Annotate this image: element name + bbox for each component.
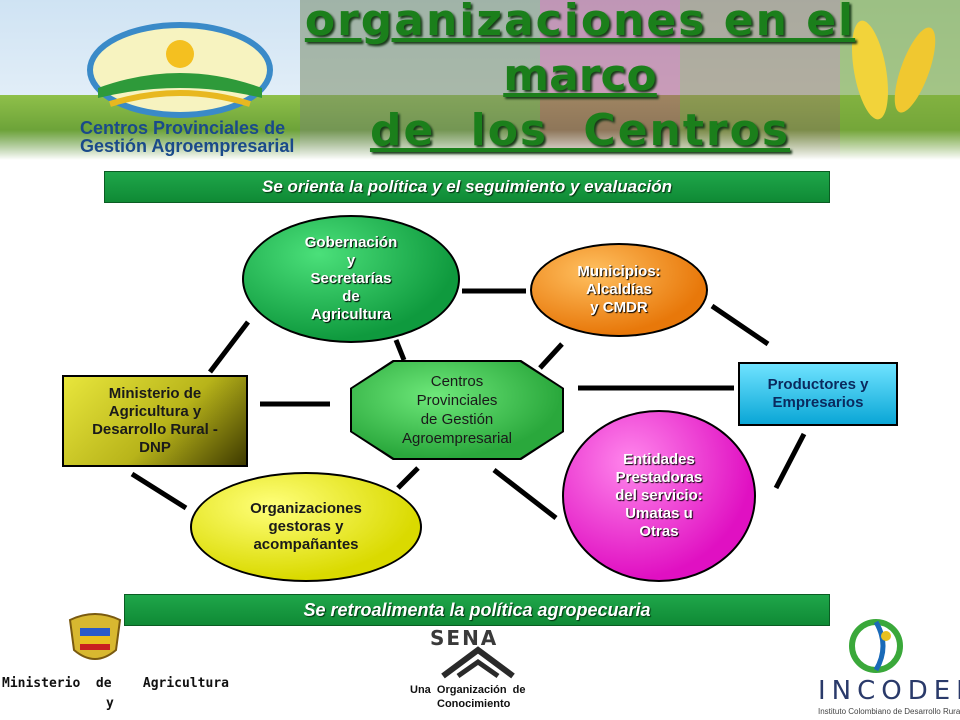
page-title: organizaciones en el marco de los Centro… <box>300 0 860 160</box>
line-centros-organizaciones <box>396 466 420 490</box>
footer-ministerio-y: y <box>106 696 114 711</box>
line-ministerio-organizaciones <box>130 471 188 511</box>
centros-inner: Centros Provinciales de Gestión Agroempr… <box>352 362 562 458</box>
logo-emblem <box>87 22 273 118</box>
centros-line: Provinciales <box>416 392 498 409</box>
line-mun-centros <box>538 342 564 370</box>
centros-line: Agroempresarial <box>401 430 513 447</box>
top-banner-bar: Se orienta la política y el seguimiento … <box>104 171 830 203</box>
entidades-line: Umatas u <box>625 505 693 522</box>
sena-emblem-icon <box>441 646 515 679</box>
gobernacion-line: Secretarías <box>310 270 392 287</box>
gobernacion-line: y <box>346 252 356 269</box>
line-centros-entidades <box>492 468 558 520</box>
entidades-line: Entidades <box>623 451 695 468</box>
node-municipios: Municipios: Alcaldías y CMDR <box>530 243 708 337</box>
organizaciones-line: acompañantes <box>253 536 359 553</box>
ministerio-line: Desarrollo Rural - <box>92 421 218 438</box>
centros-line: de Gestión <box>420 411 494 428</box>
sena-wordmark: SENA <box>430 626 499 650</box>
centros-line: Centros <box>430 373 484 390</box>
entidades-line: Prestadoras <box>615 469 703 486</box>
node-entidades: Entidades Prestadoras del servicio: Umat… <box>562 410 756 582</box>
centros-logo: Centros Provinciales de Gestión Agroempr… <box>70 18 294 158</box>
node-centros: Centros Provinciales de Gestión Agroempr… <box>350 360 564 460</box>
ministerio-line: Agricultura y <box>108 403 202 420</box>
logo-text-line2: Gestión Agroempresarial <box>80 136 295 156</box>
productores-line: Empresarios <box>772 394 864 411</box>
line-mun-productores <box>710 303 770 347</box>
line-gob-ministerio <box>208 320 250 374</box>
line-gob-centros <box>393 339 407 361</box>
node-organizaciones: Organizaciones gestoras y acompañantes <box>190 472 422 582</box>
coat-of-arms-icon <box>68 613 122 660</box>
banner-scenery <box>0 0 960 160</box>
productores-line: Productores y <box>767 376 869 393</box>
title-line-2: marco <box>503 50 657 101</box>
line-productores-entidades <box>773 432 807 490</box>
incoder-wordmark: INCODER <box>818 676 960 706</box>
organizaciones-line: gestoras y <box>268 518 344 535</box>
sena-tagline-2: Conocimiento <box>437 698 511 710</box>
ministerio-line: Ministerio de <box>108 385 202 402</box>
title-line-3: de los Centros <box>369 105 791 156</box>
ministerio-line: DNP <box>139 439 171 456</box>
title-line-1: organizaciones en el <box>304 0 856 46</box>
node-gobernacion: Gobernación y Secretarías de Agricultura <box>242 215 460 343</box>
gobernacion-line: de <box>342 288 360 305</box>
incoder-subtitle: Instituto Colombiano de Desarrollo Rural <box>818 707 960 716</box>
node-ministerio: Ministerio de Agricultura y Desarrollo R… <box>62 375 248 467</box>
footer-ministerio-label: Ministerio de Agricultura <box>2 676 229 691</box>
municipios-line: y CMDR <box>590 299 648 316</box>
organizaciones-line: Organizaciones <box>250 500 362 517</box>
municipios-line: Alcaldías <box>586 281 652 298</box>
gobernacion-line: Gobernación <box>304 234 398 251</box>
bottom-banner-bar: Se retroalimenta la política agropecuari… <box>124 594 830 626</box>
sena-logo: SENA <box>420 626 556 680</box>
gobernacion-line: Agricultura <box>310 306 391 323</box>
logo-text-line1: Centros Provinciales de <box>80 118 286 138</box>
entidades-line: Otras <box>639 523 679 540</box>
sena-tagline-1: Una Organización de <box>410 684 526 696</box>
incoder-emblem-icon <box>849 619 903 673</box>
municipios-line: Municipios: <box>577 263 661 280</box>
header-banner <box>0 0 960 160</box>
entidades-line: del servicio: <box>615 487 703 504</box>
node-productores: Productores y Empresarios <box>738 362 898 426</box>
